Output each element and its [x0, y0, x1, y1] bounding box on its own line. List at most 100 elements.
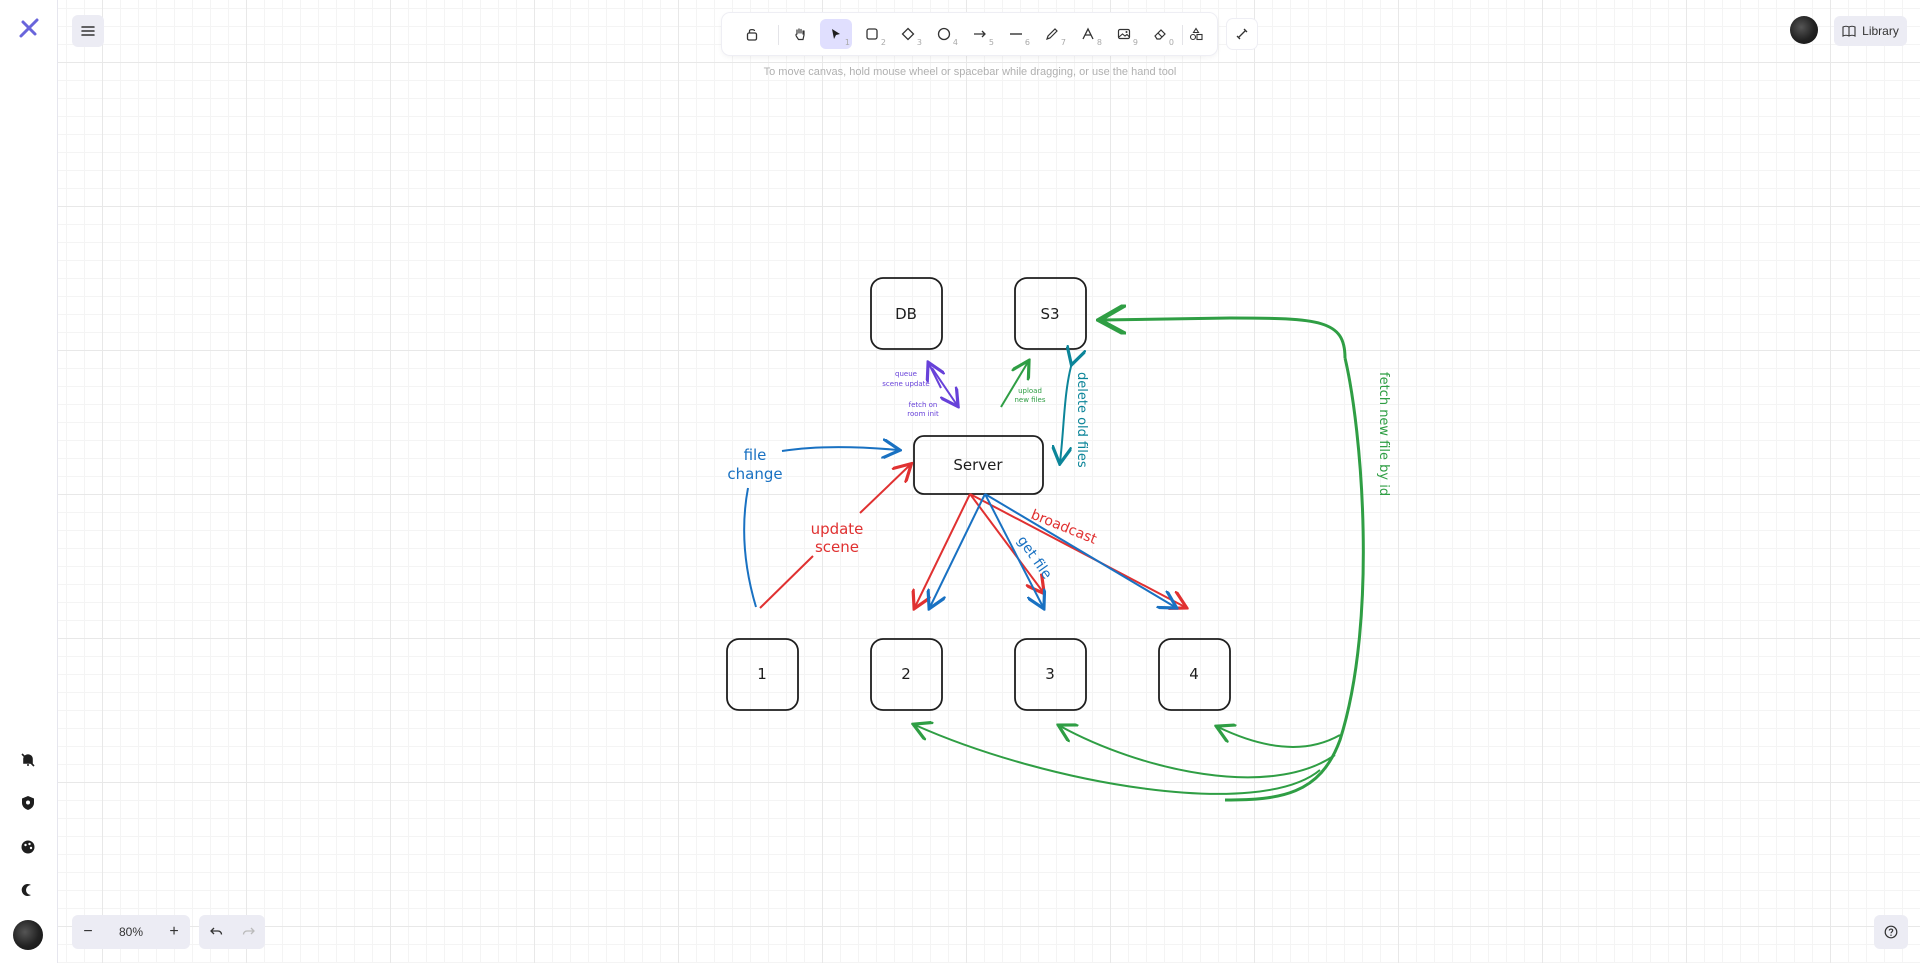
laser-icon	[1236, 28, 1248, 40]
server-box[interactable]	[913, 435, 1044, 495]
s3-label: S3	[1040, 305, 1059, 323]
fetch-new-main-line[interactable]	[1224, 357, 1365, 802]
file-change-arrow[interactable]	[781, 447, 898, 451]
shield-icon[interactable]	[16, 791, 40, 815]
tool-selection[interactable]: 1	[820, 19, 852, 49]
pencil-icon	[1046, 28, 1058, 40]
tool-more-shapes[interactable]	[1180, 19, 1212, 49]
undo-icon	[209, 927, 222, 935]
get-file-to-3[interactable]	[984, 493, 1043, 607]
server-label: Server	[953, 456, 1003, 474]
tool-lock[interactable]	[736, 19, 768, 49]
fetch-to-s3-arrow[interactable]	[1102, 318, 1347, 359]
tool-arrow[interactable]: 5	[964, 19, 996, 49]
get-file-label: get file	[1014, 533, 1055, 582]
tool-diamond[interactable]: 3	[892, 19, 924, 49]
tool-selection-hotkey: 1	[844, 38, 850, 47]
redo-button[interactable]	[232, 915, 265, 949]
undo-button[interactable]	[199, 915, 232, 949]
tool-line[interactable]: 6	[1000, 19, 1032, 49]
fetch-init-arrow[interactable]	[931, 367, 957, 405]
get-file-to-2[interactable]	[930, 493, 986, 607]
client-4-box[interactable]	[1158, 638, 1231, 711]
get-file-to-4[interactable]	[984, 493, 1175, 607]
queue-arrow[interactable]	[929, 364, 941, 389]
broadcast-to-2[interactable]	[915, 493, 971, 607]
library-button[interactable]: Library	[1834, 16, 1907, 46]
queue-label-line-2: scene update	[882, 380, 929, 388]
profile-avatar[interactable]	[13, 920, 43, 950]
eraser-icon	[1154, 29, 1166, 40]
broadcast-to-4[interactable]	[969, 493, 1185, 607]
upload-label-line-1: upload	[1018, 387, 1042, 395]
tool-rectangle[interactable]: 2	[856, 19, 888, 49]
client-1-label: 1	[757, 665, 767, 683]
db-box[interactable]	[870, 277, 943, 350]
update-scene-arrow[interactable]	[859, 465, 910, 514]
collaborator-avatar[interactable]	[1790, 16, 1818, 44]
broadcast-to-3[interactable]	[969, 493, 1043, 592]
help-icon	[1884, 925, 1898, 939]
file-change-label-line-1: file	[744, 446, 767, 464]
shapes-icon	[1189, 27, 1203, 41]
s3-box[interactable]	[1014, 277, 1087, 350]
queue-label-line-1: queue	[895, 370, 917, 378]
main-menu-button[interactable]	[72, 15, 104, 47]
fetch-label-line-2: room init	[907, 410, 939, 418]
line-icon	[1010, 33, 1022, 35]
book-icon	[1842, 25, 1856, 37]
db-label: DB	[895, 305, 917, 323]
client-3-box[interactable]	[1014, 638, 1087, 711]
canvas[interactable]	[57, 0, 1920, 963]
fetch-label-line-1: fetch on	[909, 401, 938, 409]
fetch-to-client-2[interactable]	[915, 725, 1321, 795]
canvas-hint: To move canvas, hold mouse wheel or spac…	[763, 66, 1177, 78]
tool-image[interactable]: 9	[1108, 19, 1140, 49]
client-1-box[interactable]	[726, 638, 799, 711]
rectangle-icon	[866, 28, 878, 40]
delete-old-label: delete old files	[1074, 372, 1089, 468]
update-scene-line[interactable]	[759, 555, 814, 609]
tool-text[interactable]: 8	[1072, 19, 1104, 49]
zoom-level[interactable]: 80%	[118, 925, 144, 939]
tool-eraser-hotkey: 0	[1168, 38, 1174, 47]
client-2-box[interactable]	[870, 638, 943, 711]
dark-mode-icon[interactable]	[16, 878, 40, 902]
client-2-label: 2	[901, 665, 911, 683]
help-button[interactable]	[1874, 915, 1908, 949]
ellipse-icon	[937, 27, 951, 41]
cursor-icon	[832, 29, 840, 39]
tool-image-hotkey: 9	[1132, 38, 1138, 47]
tool-ellipse[interactable]: 4	[928, 19, 960, 49]
app-logo-icon[interactable]	[17, 16, 41, 40]
laser-pointer-button[interactable]	[1227, 19, 1257, 49]
tool-arrow-hotkey: 5	[988, 38, 994, 47]
diamond-icon	[901, 27, 915, 41]
upload-label-line-2: new files	[1014, 396, 1045, 404]
zoom-in-button[interactable]: +	[169, 923, 179, 940]
zoom-controls: − 80% +	[72, 915, 190, 949]
tool-hand[interactable]	[784, 19, 816, 49]
tool-ellipse-hotkey: 4	[952, 38, 958, 47]
delete-old-arrow[interactable]	[1060, 363, 1072, 462]
update-scene-label-line-2: scene	[815, 538, 859, 556]
client-3-label: 3	[1045, 665, 1055, 683]
palette-icon[interactable]	[16, 835, 40, 859]
fetch-to-client-3[interactable]	[1060, 726, 1336, 779]
fetch-new-label: fetch new file by id	[1376, 372, 1391, 496]
fetch-to-client-4[interactable]	[1218, 727, 1341, 748]
left-rail	[0, 0, 58, 963]
text-icon	[1082, 27, 1094, 40]
file-change-label-line-2: change	[727, 465, 782, 483]
upload-arrow[interactable]	[1000, 362, 1028, 408]
notifications-off-icon[interactable]	[16, 748, 40, 772]
image-icon	[1117, 28, 1131, 40]
tool-draw[interactable]: 7	[1036, 19, 1068, 49]
client-4-label: 4	[1189, 665, 1199, 683]
zoom-out-button[interactable]: −	[83, 923, 93, 940]
file-change-line[interactable]	[743, 487, 757, 608]
tool-eraser[interactable]: 0	[1144, 19, 1176, 49]
shapes-toolbar: 1 2 3 4 5 6 7 8 9 0	[722, 13, 1217, 55]
lock-icon	[746, 29, 758, 41]
